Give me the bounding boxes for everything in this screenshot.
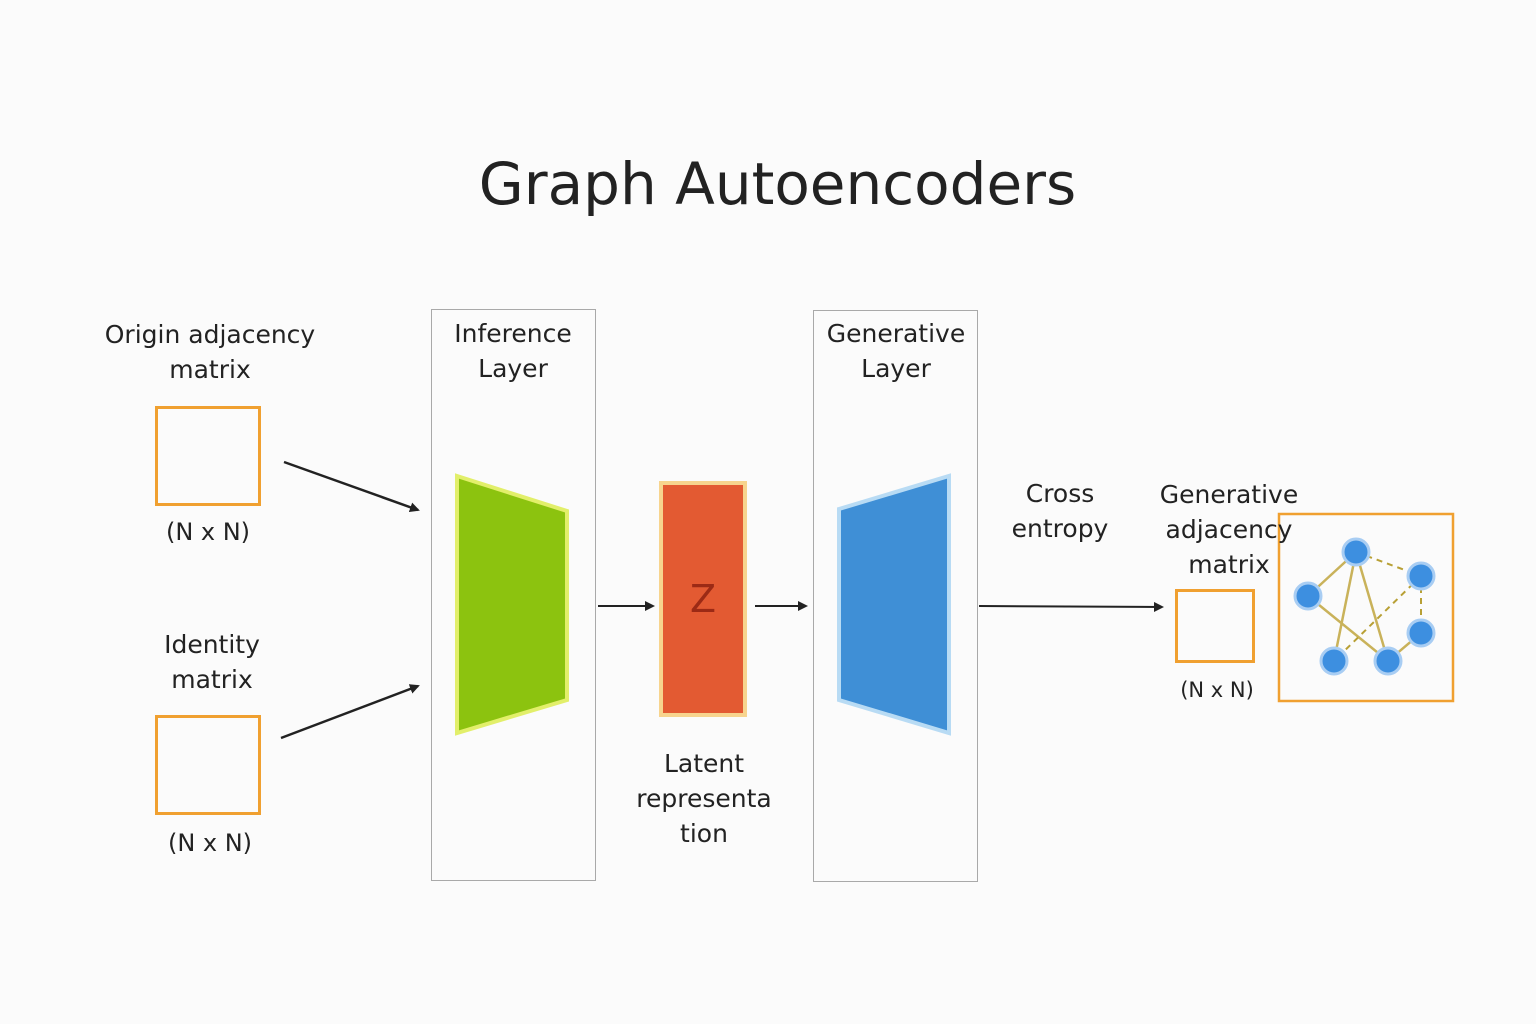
origin-matrix-dim: (N x N): [165, 518, 251, 546]
generative-layer-panel: [813, 310, 978, 882]
generative-layer-label: Generative Layer: [826, 319, 966, 383]
identity-to-inference-arrow: [280, 684, 420, 740]
generative-matrix-dim: (N x N): [1180, 678, 1254, 702]
graph-node: [1406, 561, 1436, 591]
graph-node: [1293, 581, 1323, 611]
origin-to-inference-arrow: [283, 460, 420, 513]
graph-nodes: [1293, 537, 1436, 676]
graph-edge: [1307, 595, 1389, 662]
inference-layer-label: Inference Layer: [454, 319, 572, 383]
origin-matrix-label: Origin adjacency matrix: [104, 320, 316, 384]
latent-z-symbol: Z: [689, 577, 717, 621]
identity-matrix-label: Identity matrix: [164, 630, 260, 694]
generative-decoder-shape: [837, 473, 951, 736]
graph-visualization-box: [1277, 512, 1455, 703]
generative-to-output-arrow: [978, 601, 1164, 612]
origin-matrix-box: [155, 406, 261, 506]
graph-node: [1341, 537, 1371, 567]
latent-representation-label: Latent representa tion: [636, 749, 772, 848]
generative-matrix-label: Generative adjacency matrix: [1159, 480, 1299, 579]
graph-edge: [1354, 551, 1390, 662]
generative-matrix-box: [1175, 589, 1255, 663]
graph-node: [1319, 646, 1349, 676]
cross-entropy-label: Cross entropy: [1011, 479, 1109, 543]
inference-layer-panel: [431, 309, 596, 881]
graph-edge-dashed: [1333, 575, 1422, 662]
inference-encoder-shape: [455, 473, 569, 736]
graph-solid-edges: [1307, 551, 1422, 662]
identity-matrix-box: [155, 715, 261, 815]
graph-node: [1406, 618, 1436, 648]
latent-z-block: [659, 481, 747, 717]
graph-edge: [1332, 551, 1358, 662]
diagram-title: Graph Autoencoders: [478, 150, 1077, 218]
identity-matrix-dim: (N x N): [167, 829, 253, 857]
graph-node: [1373, 646, 1403, 676]
